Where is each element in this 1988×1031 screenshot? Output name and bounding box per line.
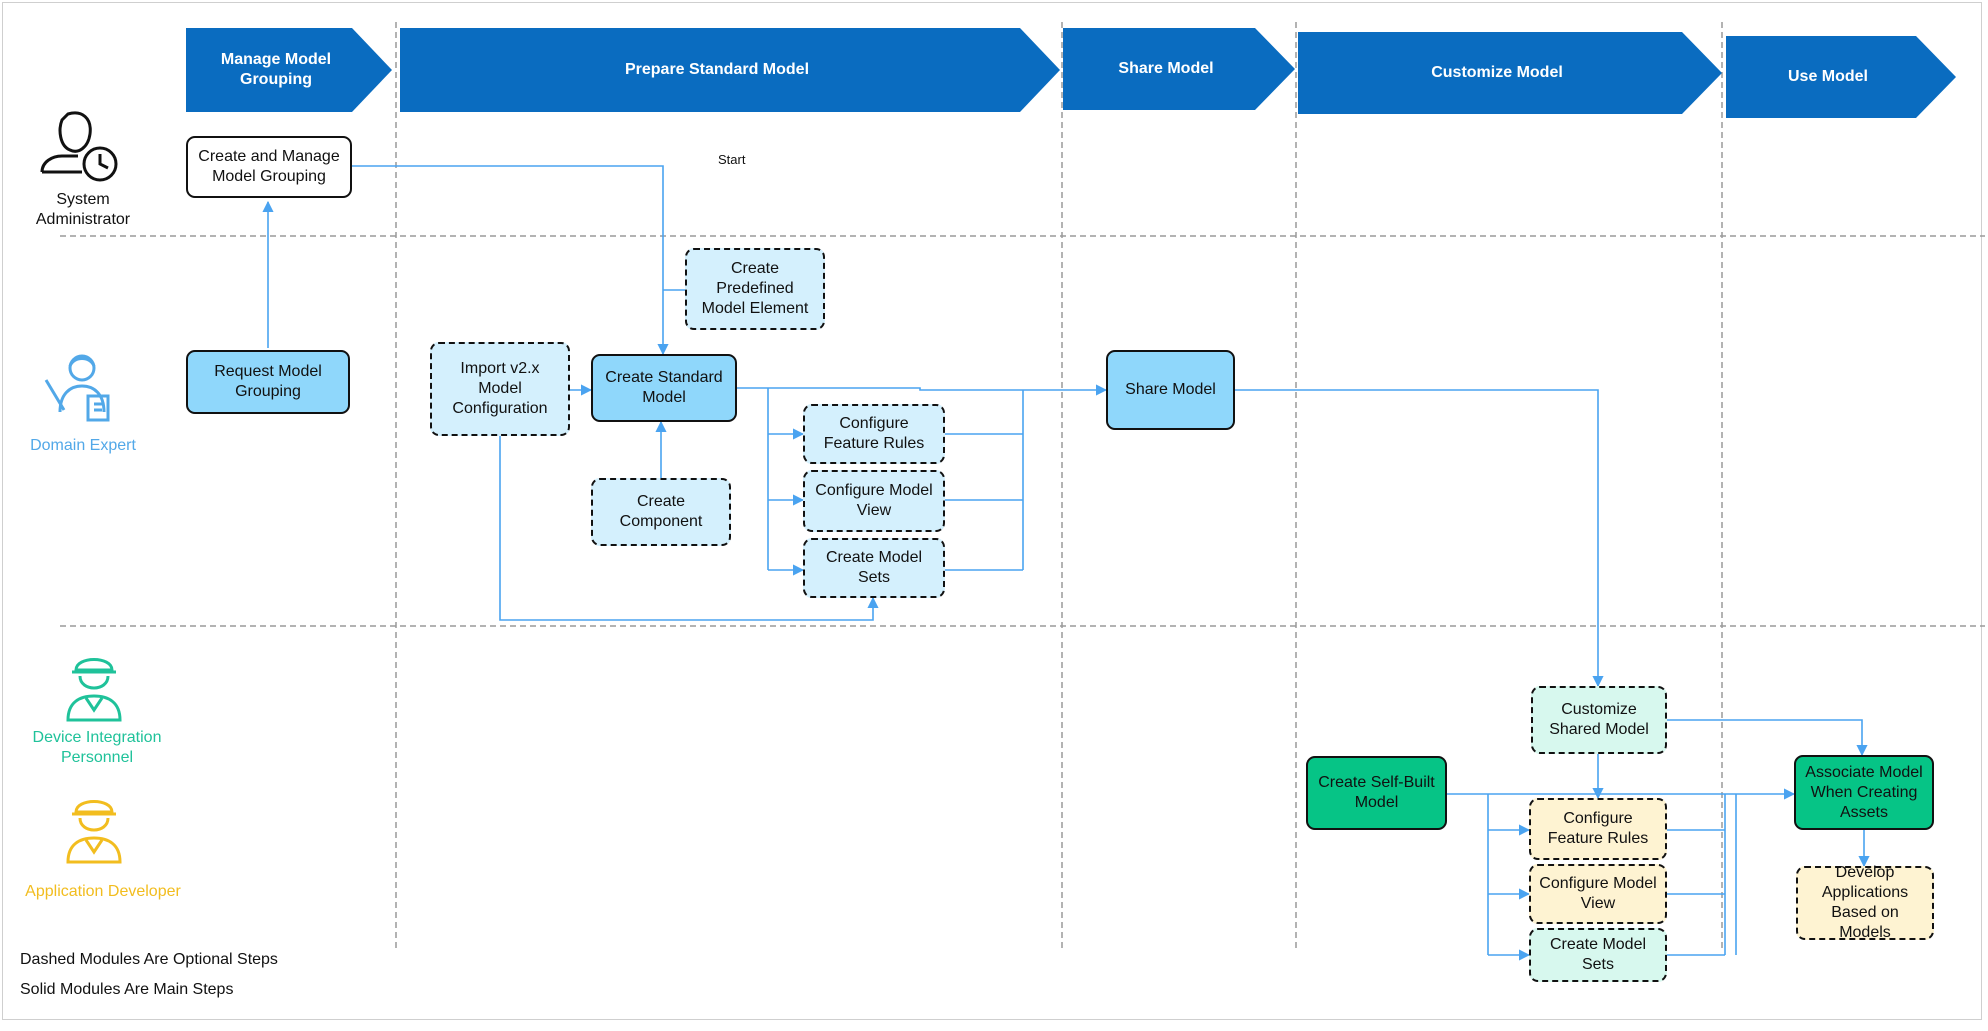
- box-import-v2-model-configuration[interactable]: Import v2.x Model Configuration: [430, 342, 570, 436]
- box-customize-shared-model[interactable]: Customize Shared Model: [1531, 686, 1667, 754]
- role-label-domain-expert: Domain Expert: [30, 437, 136, 454]
- box-create-standard-model[interactable]: Create Standard Model: [591, 354, 737, 422]
- box-create-component[interactable]: Create Component: [591, 478, 731, 546]
- box-share-model[interactable]: Share Model: [1106, 350, 1235, 430]
- phase-manage-model-grouping: Manage Model Grouping: [186, 28, 392, 112]
- phase-label: Manage Model Grouping: [220, 51, 332, 88]
- role-label-device-integration: Device Integration Personnel: [32, 729, 162, 766]
- phase-customize-model: Customize Model: [1298, 32, 1722, 114]
- domain-expert-icon: [44, 354, 110, 422]
- box-configure-feature-rules[interactable]: Configure Feature Rules: [803, 404, 945, 464]
- app-developer-icon: [66, 800, 122, 864]
- phase-label: Customize Model: [1431, 64, 1563, 81]
- legend-solid: Solid Modules Are Main Steps: [20, 981, 234, 998]
- box-create-model-sets-2[interactable]: Create Model Sets: [1529, 928, 1667, 982]
- box-create-model-sets[interactable]: Create Model Sets: [803, 538, 945, 598]
- phase-label: Prepare Standard Model: [624, 61, 810, 78]
- role-label-system-administrator: System Administrator: [35, 191, 131, 228]
- phase-use-model: Use Model: [1726, 36, 1956, 118]
- box-configure-model-view[interactable]: Configure Model View: [803, 470, 945, 532]
- phase-share-model: Share Model: [1063, 28, 1295, 110]
- phase-label: Share Model: [1118, 60, 1214, 77]
- role-label-application-developer: Application Developer: [25, 883, 181, 900]
- box-create-predefined-model-element[interactable]: Create Predefined Model Element: [685, 248, 825, 330]
- phase-label: Use Model: [1787, 68, 1868, 85]
- admin-clock-icon: [40, 111, 118, 182]
- box-create-manage-model-grouping[interactable]: Create and Manage Model Grouping: [186, 136, 352, 198]
- device-integration-icon: [66, 658, 122, 722]
- box-associate-model-when-creating-assets[interactable]: Associate Model When Creating Assets: [1794, 755, 1934, 830]
- start-label: Start: [718, 152, 746, 167]
- box-develop-applications-based-on-models[interactable]: Develop Applications Based on Models: [1796, 864, 1934, 941]
- legend-dashed: Dashed Modules Are Optional Steps: [20, 951, 278, 968]
- box-create-self-built-model[interactable]: Create Self-Built Model: [1306, 756, 1447, 830]
- box-configure-model-view-2[interactable]: Configure Model View: [1529, 864, 1667, 924]
- box-request-model-grouping[interactable]: Request Model Grouping: [186, 350, 350, 414]
- box-configure-feature-rules-2[interactable]: Configure Feature Rules: [1529, 798, 1667, 860]
- phase-prepare-standard-model: Prepare Standard Model: [400, 28, 1060, 112]
